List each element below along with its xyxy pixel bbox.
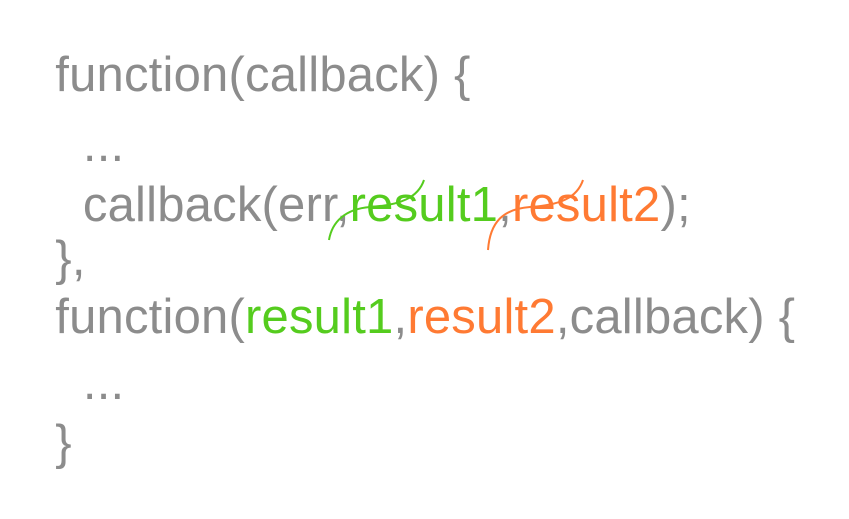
code-line-7: } — [0, 370, 72, 517]
line4-text: }, — [55, 232, 86, 286]
param-result2: result2 — [407, 290, 556, 344]
line1-text: function(callback) { — [55, 48, 471, 102]
line3-prefix: callback(err, — [55, 178, 350, 232]
callback-arg-result2: result2 — [511, 178, 661, 232]
line2-text: ... — [55, 118, 125, 172]
code-line-4: }, — [0, 186, 86, 333]
code-line-6: ... — [0, 310, 124, 457]
line5-prefix: function( — [55, 290, 246, 344]
line7-text: } — [55, 416, 72, 470]
param-result1: result1 — [245, 290, 394, 344]
code-line-1: function(callback) { — [0, 2, 471, 149]
line5-comma: , — [393, 290, 408, 344]
code-snippet: function(callback) { ... callback(err,re… — [0, 2, 795, 468]
line3-comma: , — [498, 178, 512, 232]
line5-suffix: ,callback) { — [555, 290, 796, 344]
callback-arg-result1: result1 — [349, 178, 499, 232]
line6-text: ... — [55, 356, 125, 410]
line3-suffix: ); — [660, 178, 691, 232]
code-line-2: ... — [0, 72, 124, 219]
code-line-5: function(result1,result2,callback) { — [0, 244, 795, 391]
